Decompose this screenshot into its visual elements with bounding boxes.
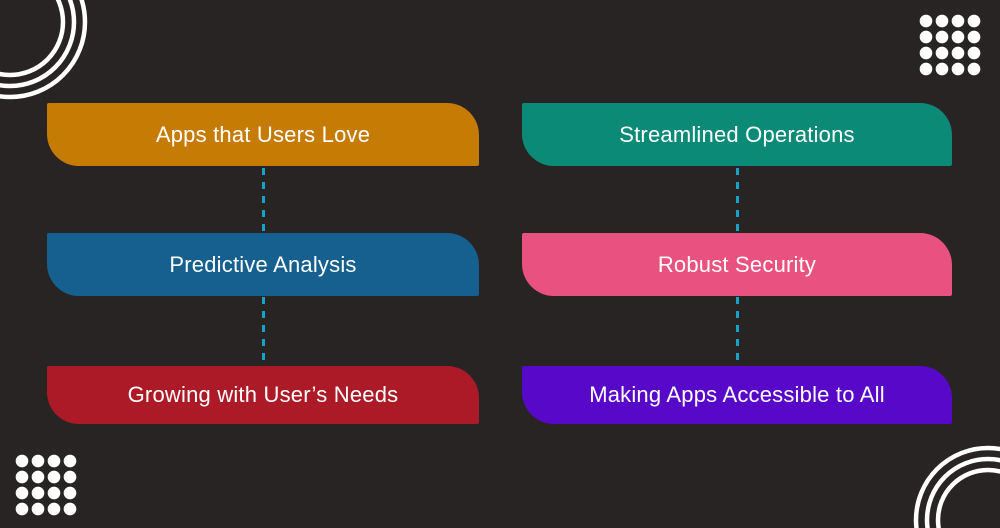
node-robust-security: Robust Security: [522, 233, 952, 296]
node-streamlined-operations: Streamlined Operations: [522, 103, 952, 166]
node-making-apps-accessible-to-all: Making Apps Accessible to All: [522, 366, 952, 424]
node-label: Predictive Analysis: [169, 251, 357, 277]
node-growing-with-users-needs: Growing with User’s Needs: [47, 366, 479, 424]
connector-right-bottom: [736, 297, 739, 365]
node-predictive-analysis: Predictive Analysis: [47, 233, 479, 296]
dot-grid-top-right-icon: [918, 13, 982, 77]
node-label: Making Apps Accessible to All: [589, 382, 885, 407]
connector-left-top: [262, 168, 265, 232]
node-apps-that-users-love: Apps that Users Love: [47, 103, 479, 166]
node-label: Robust Security: [657, 251, 817, 277]
node-label: Streamlined Operations: [619, 121, 855, 147]
node-label: Growing with User’s Needs: [127, 382, 399, 407]
dot-grid-bottom-left-icon: [14, 453, 78, 517]
connector-left-bottom: [262, 297, 265, 365]
connector-right-top: [736, 168, 739, 232]
node-label: Apps that Users Love: [155, 121, 371, 147]
